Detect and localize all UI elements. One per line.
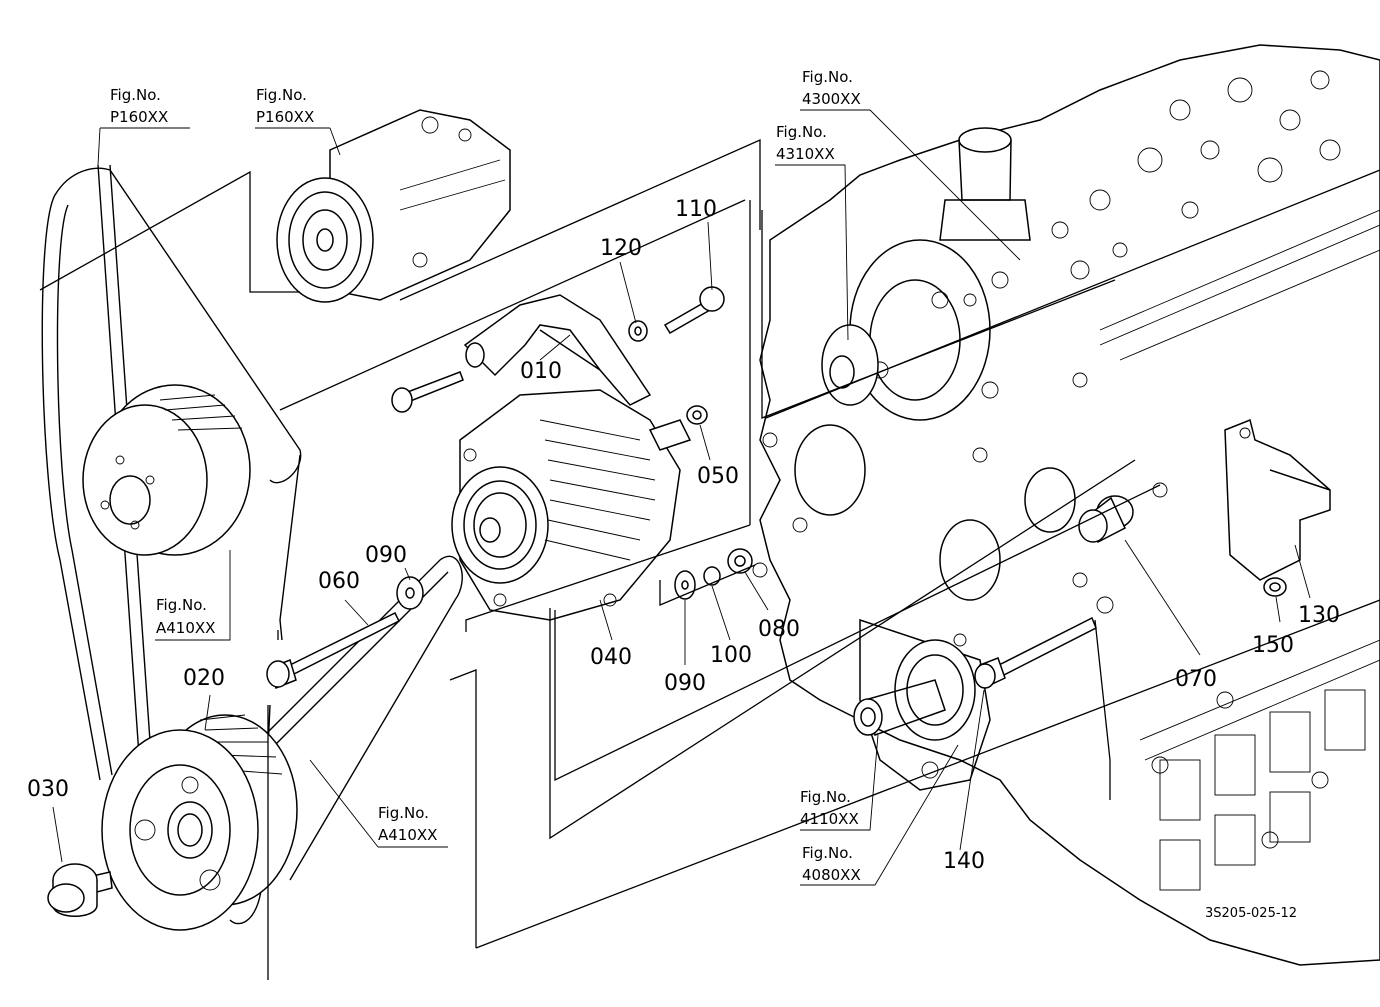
callout-060[interactable]: 060 bbox=[318, 569, 360, 594]
fig-ref-code: A410XX bbox=[156, 619, 215, 637]
fig-ref-code: 4080XX bbox=[802, 866, 861, 884]
callout-080[interactable]: 080 bbox=[758, 617, 800, 642]
fig-ref-code: 4300XX bbox=[802, 90, 861, 108]
fig-ref-code: P160XX bbox=[110, 108, 168, 126]
fig-ref-label: Fig.No. bbox=[378, 804, 429, 822]
hardware bbox=[266, 286, 753, 690]
fig-ref-label: Fig.No. bbox=[800, 788, 851, 806]
callout-010[interactable]: 010 bbox=[520, 359, 562, 384]
leader-lines bbox=[52, 109, 1311, 886]
callout-130[interactable]: 130 bbox=[1298, 603, 1340, 628]
fig-ref-label: Fig.No. bbox=[776, 123, 827, 141]
callout-100[interactable]: 100 bbox=[710, 643, 752, 668]
ac-compressor bbox=[276, 109, 511, 303]
fig-ref-code: P160XX bbox=[256, 108, 314, 126]
callout-040[interactable]: 040 bbox=[590, 645, 632, 670]
callout-020[interactable]: 020 bbox=[183, 666, 225, 691]
fig-ref-code: 4110XX bbox=[800, 810, 859, 828]
callout-090-left[interactable]: 090 bbox=[365, 543, 407, 568]
callout-150[interactable]: 150 bbox=[1252, 633, 1294, 658]
callout-090-right[interactable]: 090 bbox=[664, 671, 706, 696]
fig-ref-shaft[interactable]: Fig.No. 4110XX bbox=[800, 788, 859, 828]
callout-110[interactable]: 110 bbox=[675, 197, 717, 222]
reference-frames bbox=[39, 138, 1380, 980]
crank-pulley-020 bbox=[101, 714, 298, 931]
fig-ref-label: Fig.No. bbox=[256, 86, 307, 104]
pulley-upper bbox=[82, 384, 251, 556]
fig-ref-compressor[interactable]: Fig.No. P160XX bbox=[256, 86, 314, 126]
callout-050[interactable]: 050 bbox=[697, 464, 739, 489]
drawing-id: 3S205-025-12 bbox=[1205, 906, 1297, 921]
callout-140[interactable]: 140 bbox=[943, 849, 985, 874]
fig-ref-label: Fig.No. bbox=[156, 596, 207, 614]
fig-ref-label: Fig.No. bbox=[802, 844, 853, 862]
fig-ref-code: 4310XX bbox=[776, 145, 835, 163]
fig-ref-belt-low[interactable]: Fig.No. A410XX bbox=[378, 804, 437, 844]
alternator-040 bbox=[451, 389, 692, 621]
fig-ref-label: Fig.No. bbox=[110, 86, 161, 104]
fig-ref-code: A410XX bbox=[378, 826, 437, 844]
callout-120[interactable]: 120 bbox=[600, 236, 642, 261]
callout-070[interactable]: 070 bbox=[1175, 667, 1217, 692]
fig-ref-label: Fig.No. bbox=[802, 68, 853, 86]
bolt-030 bbox=[47, 863, 113, 917]
fig-ref-belt-mid[interactable]: Fig.No. A410XX bbox=[156, 596, 215, 637]
fig-ref-belt-top[interactable]: Fig.No. P160XX bbox=[110, 86, 168, 126]
callout-030[interactable]: 030 bbox=[27, 777, 69, 802]
fig-ref-pump-pulley[interactable]: Fig.No. 4310XX bbox=[776, 123, 835, 163]
bracket-010 bbox=[463, 294, 652, 406]
engine-block bbox=[752, 44, 1380, 966]
fig-ref-cover[interactable]: Fig.No. 4080XX bbox=[802, 844, 861, 884]
fig-ref-engine-upper[interactable]: Fig.No. 4300XX bbox=[802, 68, 861, 108]
